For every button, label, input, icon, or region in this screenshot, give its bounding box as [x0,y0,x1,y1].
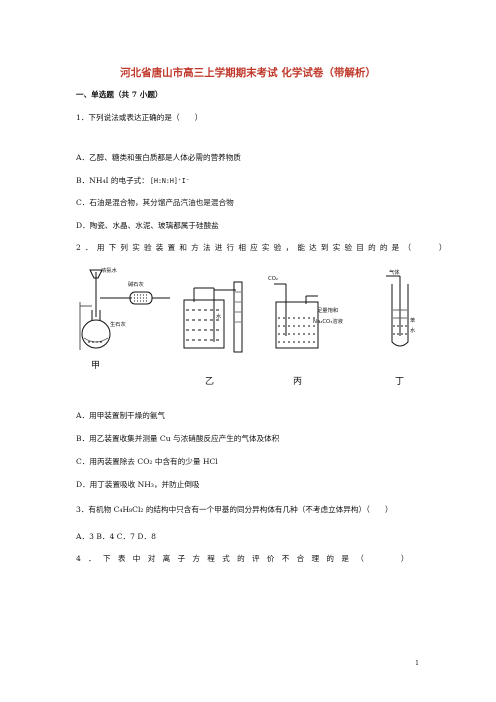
apparatus-d [386,275,409,347]
question-2-option-c: C．用丙装置除去 CO₂ 中含有的少量 HCl [76,457,218,466]
page-title: 河北省唐山市高三上学期期末考试 化学试卷（带解析） [120,67,376,79]
apparatus-c [274,283,319,349]
caption-jia: 甲 [91,361,101,371]
label-benzene: 苯 [410,318,416,324]
question-2-option-b: B．用乙装置收集并测量 Cu 与浓硝酸反应产生的气体及体积 [76,434,280,443]
question-2-stem: 2．用下列实验装置和方法进行相应实验，能达到实验目的的是（ ） [76,243,451,252]
question-1-option-c: C．石油是混合物，其分馏产品汽油也是混合物 [76,198,234,207]
question-1-option-d: D．陶瓷、水晶、水泥、玻璃都属于硅酸盐 [76,221,219,230]
section-heading: 一、单选题（共 7 小题） [76,90,163,99]
apparatus-a [79,269,170,350]
question-1-stem: 1．下列说法或表达正确的是（ ） [76,113,203,122]
caption-ding: 丁 [395,377,405,387]
caption-bing: 丙 [293,377,303,387]
label-soda-lime: 碱石灰 [128,282,144,288]
question-2-option-a: A．用甲装置制干燥的氨气 [76,411,166,420]
label-solution-2: Na₂CO₃溶液 [313,319,343,325]
label-quicklime: 生石灰 [110,322,126,328]
question-3-stem: 3．有机物 C₄H₈Cl₂ 的结构中只含有一个甲基的同分异构体有几种（不考虑立体… [76,505,393,514]
label-gas-d: 气体 [389,270,400,276]
question-1-option-b: B．NH₄I 的电子式： [76,176,149,185]
question-1-option-a: A．乙醇、糖类和蛋白质都是人体必需的营养物质 [76,153,241,162]
label-solution-1: 足量饱和 [317,308,339,314]
question-2-option-d: D．用丁装置吸收 NH₃，并防止倒吸 [76,480,200,489]
apparatus-b [183,281,243,353]
label-conc-ammonia: 浓氨水 [101,268,117,274]
apparatus-figure [79,269,409,353]
question-3-options: A．3 B．4 C．7 D．8 [76,532,156,541]
caption-yi: 乙 [205,377,215,387]
label-water-b: 水 [216,314,222,320]
label-water-d: 水 [410,328,416,334]
electron-formula: [H:N:H]⁺I⁻ [150,177,190,185]
page-number: 1 [415,660,419,667]
question-4-stem: 4．下表中对离子方程式的评价不合理的是（ ） [76,554,416,563]
label-co2: CO₂ [268,276,278,282]
